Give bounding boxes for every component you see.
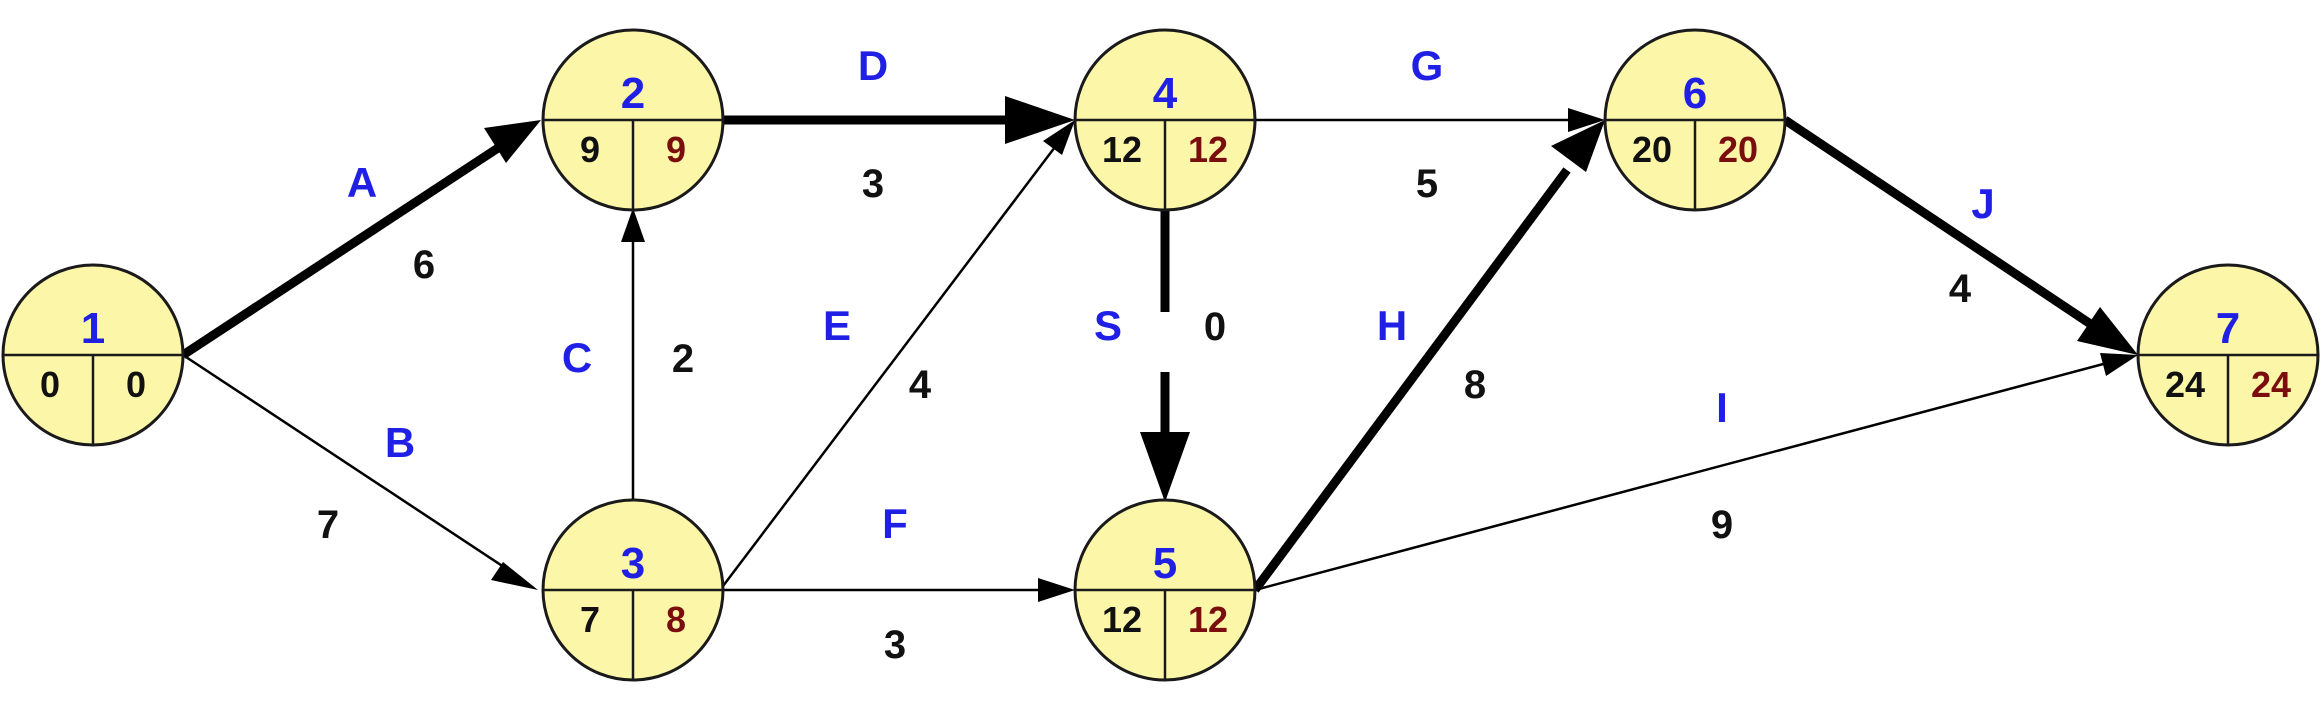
event-nodes: 1 0 0 2 9 9 3 7 8 4 12: [1, 28, 2320, 682]
node-number: 5: [1153, 539, 1177, 588]
node-late-time: 0: [126, 364, 146, 405]
activity-a-duration: 6: [413, 243, 435, 287]
activity-i-label: I: [1716, 384, 1728, 431]
node-early-time: 9: [580, 129, 600, 170]
node-2: 2 9 9: [541, 28, 725, 212]
activity-b-arrowhead: [491, 562, 538, 590]
activity-i-duration: 9: [1711, 503, 1733, 547]
activity-g-duration: 5: [1416, 162, 1438, 206]
activity-e-duration: 4: [909, 363, 932, 407]
node-number: 7: [2216, 304, 2240, 353]
node-late-time: 8: [666, 599, 686, 640]
activity-g-label: G: [1411, 42, 1444, 89]
node-number: 3: [621, 539, 645, 588]
node-7: 7 24 24: [2136, 263, 2320, 447]
node-early-time: 0: [40, 364, 60, 405]
activity-e-label: E: [823, 302, 851, 349]
node-early-time: 24: [2165, 364, 2205, 405]
node-number: 1: [81, 304, 105, 353]
activity-d-arrowhead: [1005, 96, 1075, 144]
activity-s-label: S: [1094, 302, 1122, 349]
node-early-time: 12: [1102, 129, 1142, 170]
activity-a-label: A: [347, 159, 377, 206]
activity-h-label: H: [1377, 302, 1407, 349]
node-late-time: 20: [1718, 129, 1758, 170]
activity-edges: [180, 96, 2138, 602]
activity-c-label: C: [562, 334, 592, 381]
activity-d-duration: 3: [862, 162, 884, 206]
node-5: 5 12 12: [1073, 498, 1257, 682]
activity-d-label: D: [858, 42, 888, 89]
activity-b-line: [182, 353, 511, 573]
activity-j-duration: 4: [1949, 267, 1972, 311]
activity-j-arrowhead: [2077, 307, 2138, 355]
activity-c-arrowhead: [621, 208, 645, 242]
node-late-time: 9: [666, 129, 686, 170]
node-early-time: 20: [1632, 129, 1672, 170]
node-number: 6: [1683, 69, 1707, 118]
activity-s-duration: 0: [1204, 305, 1226, 349]
activity-f-arrowhead: [1038, 578, 1075, 602]
node-late-time: 12: [1188, 599, 1228, 640]
node-late-time: 12: [1188, 129, 1228, 170]
activity-b-label: B: [385, 419, 415, 466]
activity-i-line: [1254, 361, 2108, 592]
activity-c-duration: 2: [672, 337, 694, 381]
activity-labels: A 6 B 7 C 2 D 3 E 4 F 3 S 0 G 5 H 8 I 9 …: [317, 42, 1995, 667]
activity-h-arrowhead: [1551, 120, 1605, 172]
node-3: 3 7 8: [541, 498, 725, 682]
activity-h-duration: 8: [1464, 363, 1486, 407]
node-late-time: 24: [2251, 364, 2291, 405]
node-number: 4: [1153, 69, 1178, 118]
activity-f-label: F: [882, 500, 908, 547]
activity-a-arrowhead: [484, 120, 541, 163]
activity-e-arrowhead: [1043, 120, 1075, 155]
activity-f-duration: 3: [884, 623, 906, 667]
activity-s-arrowhead: [1140, 432, 1190, 502]
node-early-time: 12: [1102, 599, 1142, 640]
activity-g-arrowhead: [1568, 108, 1605, 132]
activity-i-arrowhead: [2100, 353, 2138, 376]
node-early-time: 7: [580, 599, 600, 640]
activity-j-label: J: [1971, 180, 1994, 227]
node-6: 6 20 20: [1603, 28, 1787, 212]
node-number: 2: [621, 69, 645, 118]
activity-j-line: [1782, 116, 2095, 329]
activity-e-line: [719, 146, 1056, 591]
node-4: 4 12 12: [1073, 28, 1257, 212]
node-1: 1 0 0: [1, 263, 185, 447]
activity-a-line: [180, 144, 501, 359]
activity-b-duration: 7: [317, 503, 339, 547]
activity-h-line: [1251, 167, 1571, 593]
